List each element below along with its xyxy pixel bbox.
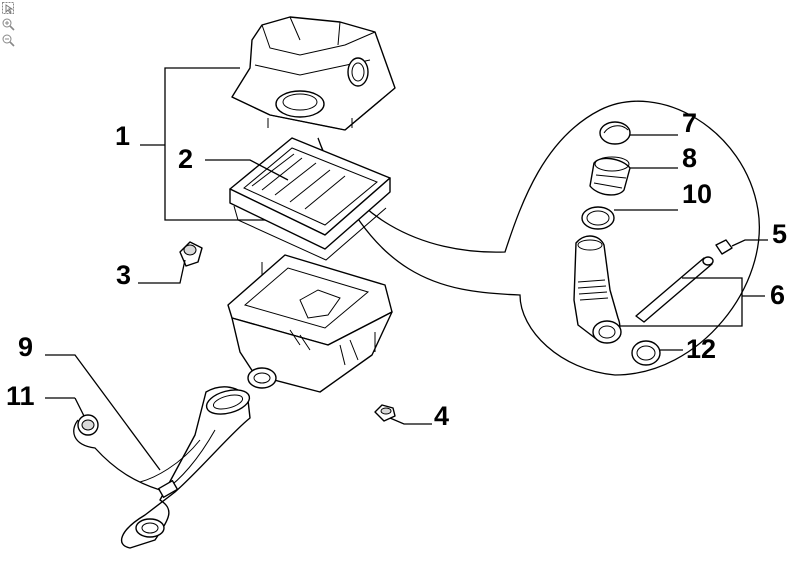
callout-10: 10: [682, 179, 712, 209]
air-filter-housing[interactable]: [227, 254, 393, 393]
callout-2: 2: [178, 144, 193, 174]
callout-7: 7: [682, 108, 697, 138]
callout-11: 11: [6, 381, 35, 411]
grommet[interactable]: [138, 241, 203, 284]
zoom-out-icon[interactable]: [1, 33, 15, 47]
rubber-mount[interactable]: [374, 404, 432, 425]
callout-6: 6: [770, 280, 785, 310]
hose-clamp-11[interactable]: [45, 397, 161, 491]
filter-element[interactable]: [229, 137, 391, 261]
intake-duct[interactable]: [45, 354, 252, 549]
zoom-in-icon[interactable]: [1, 17, 15, 31]
callout-3: 3: [116, 260, 131, 290]
callout-5: 5: [772, 219, 787, 249]
select-tool-icon[interactable]: [1, 1, 15, 15]
detail-loop: [317, 100, 760, 376]
o-ring[interactable]: [581, 206, 678, 230]
small-fitting[interactable]: [715, 239, 768, 255]
connector-sleeve[interactable]: [589, 156, 678, 196]
hose-6[interactable]: [620, 256, 765, 327]
breather-hose[interactable]: [573, 235, 622, 344]
callout-4: 4: [434, 401, 449, 431]
callout-1: 1: [115, 121, 130, 151]
hose-clamp-12[interactable]: [631, 340, 683, 366]
viewer-toolbar: [1, 1, 17, 49]
clip-ring[interactable]: [599, 121, 678, 145]
callout-12: 12: [686, 334, 716, 364]
callout-8: 8: [682, 143, 697, 173]
air-filter-cover[interactable]: [231, 16, 396, 131]
callout-9: 9: [18, 332, 33, 362]
callout-1-leader: [140, 67, 270, 221]
